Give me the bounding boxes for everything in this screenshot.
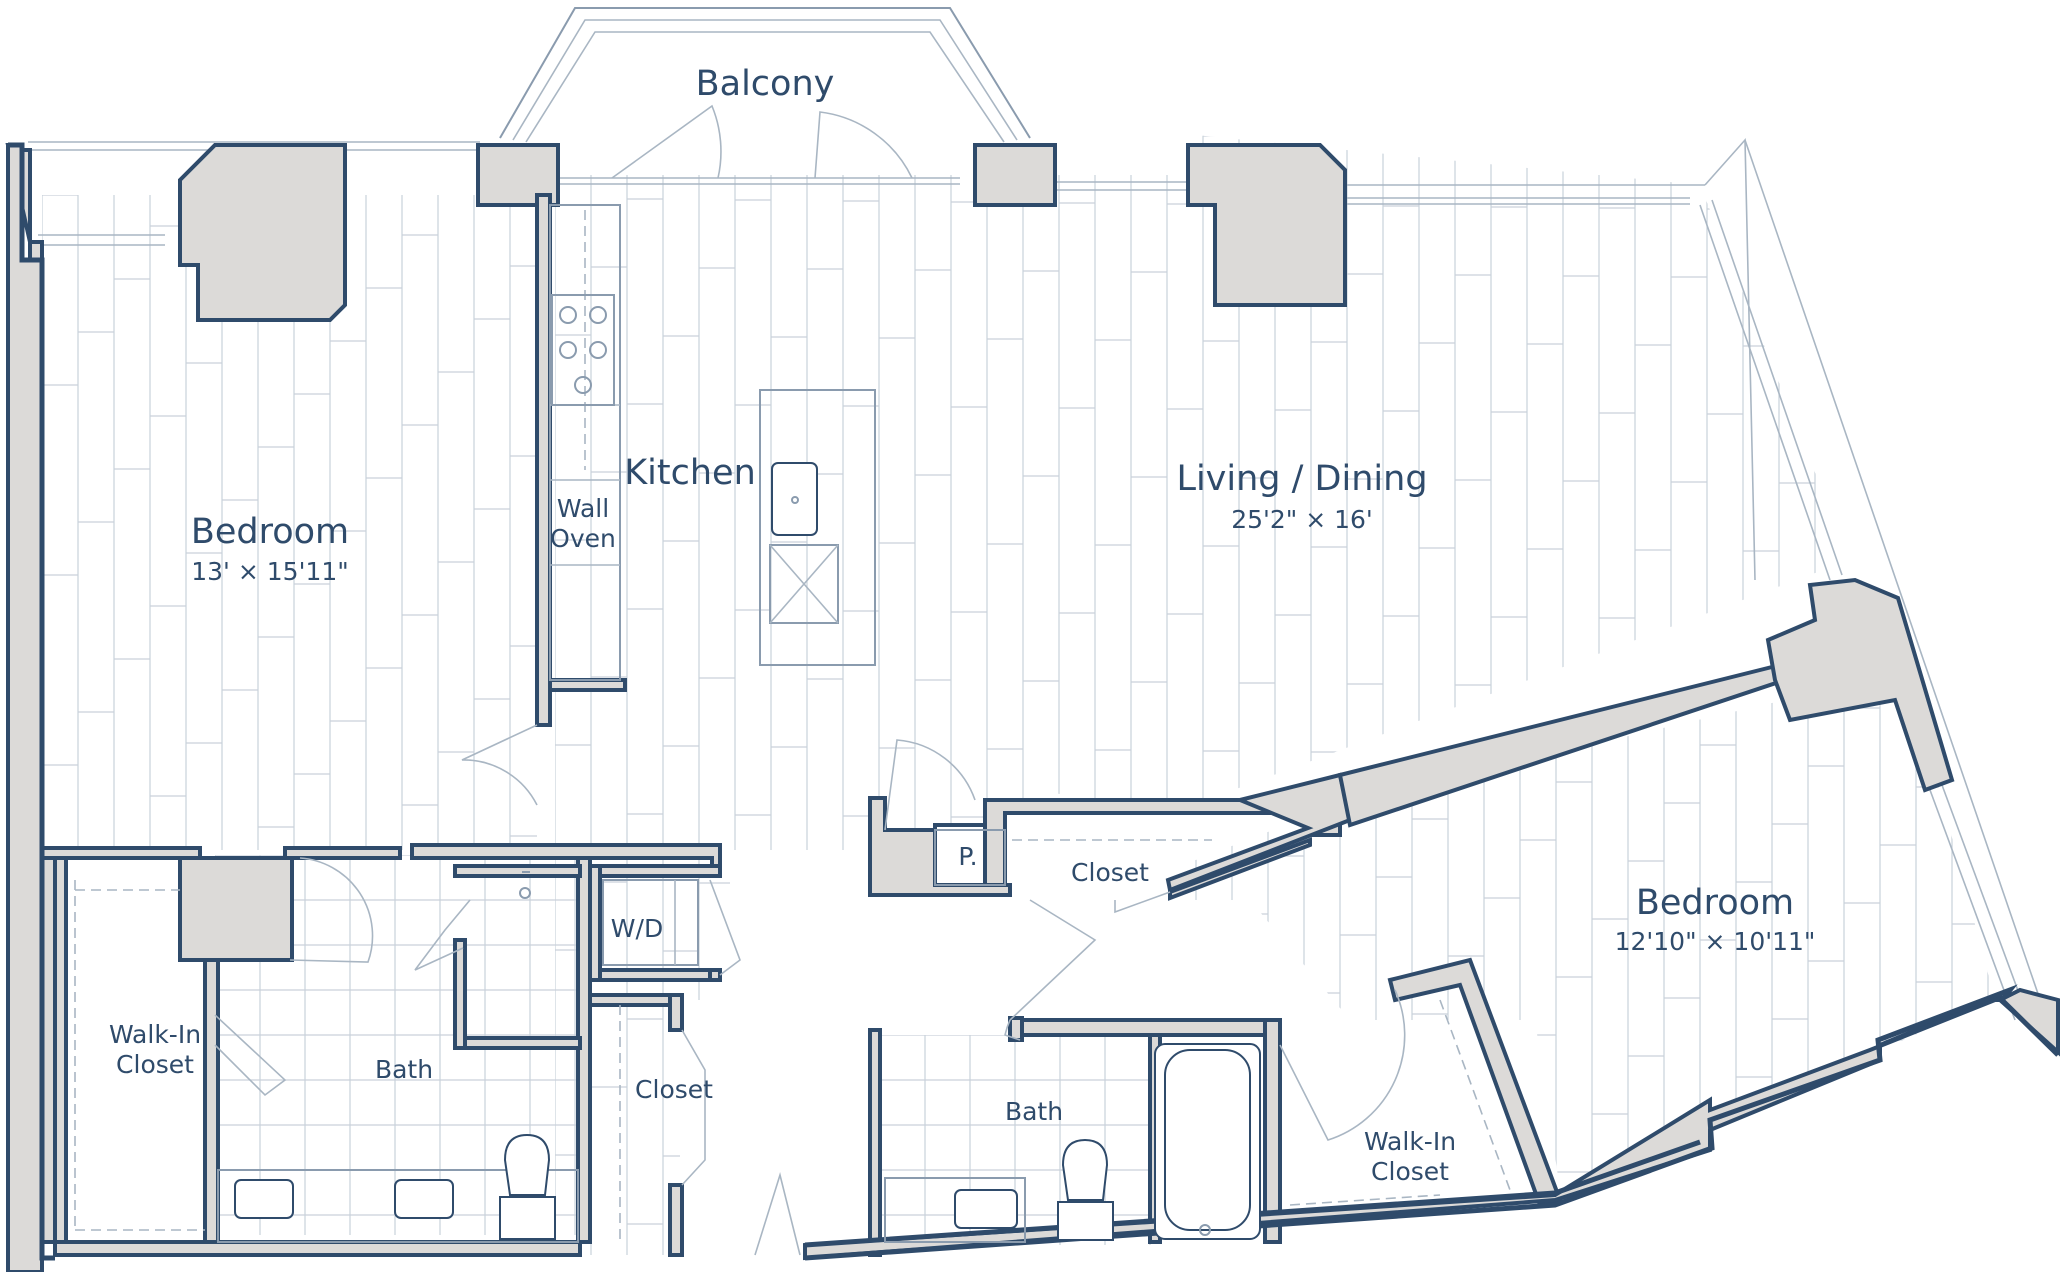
walkin1-label-line1: Walk-In: [109, 1020, 201, 1049]
wd-label: W/D: [611, 914, 663, 943]
bath1-fixtures: [217, 871, 579, 1243]
walkin2-label-line2: Closet: [1371, 1157, 1449, 1186]
bath2-tiles: [880, 1035, 1160, 1245]
living-dining-label: Living / Dining: [1176, 459, 1427, 499]
kitchen-counter: [549, 204, 621, 681]
walkin2-label-line1: Walk-In: [1364, 1127, 1456, 1156]
walls: [5, 142, 2060, 1272]
balcony-railing: [499, 7, 1031, 143]
hall-closet-label: Closet: [635, 1075, 713, 1104]
closet-shelves: [74, 839, 1511, 1240]
bedroom2-label: Bedroom: [1636, 883, 1794, 923]
kitchen-label: Kitchen: [624, 453, 756, 493]
balcony-doors[interactable]: [560, 104, 960, 185]
bath1-label: Bath: [375, 1055, 433, 1084]
bath2-fixtures: [884, 1043, 1261, 1243]
pantry-label: P.: [958, 842, 977, 871]
entry-closet-label: Closet: [1071, 858, 1149, 887]
bedroom1-dimensions: 13' × 15'11": [191, 557, 349, 586]
washer-dryer: [602, 879, 699, 966]
balcony-label: Balcony: [696, 64, 835, 104]
cooktop: [551, 294, 615, 406]
living-dining-dimensions: 25'2" × 16': [1231, 505, 1373, 534]
doors[interactable]: [214, 724, 1406, 1256]
bath2-label: Bath: [1005, 1097, 1063, 1126]
walkin1-label-line2: Closet: [116, 1050, 194, 1079]
exterior-windows: [28, 137, 2059, 1053]
kitchen-island: [759, 389, 876, 666]
bedroom1-label: Bedroom: [191, 512, 349, 552]
wall-oven-label-line1: Wall: [557, 494, 609, 523]
bedroom2-dimensions: 12'10" × 10'11": [1615, 927, 1816, 956]
pantry: [934, 829, 1006, 886]
wall-oven-label-line2: Oven: [550, 524, 616, 553]
